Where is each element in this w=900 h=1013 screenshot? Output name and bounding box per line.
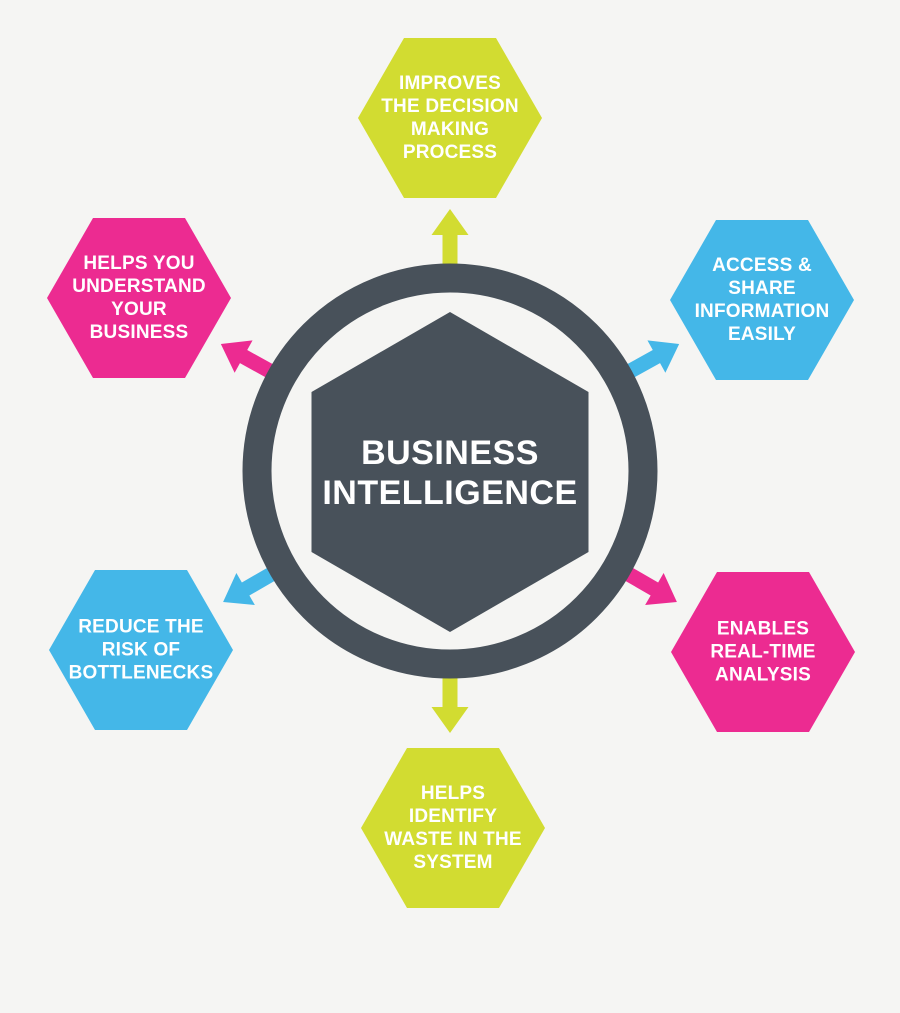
label-line: HELPS YOU [83, 253, 195, 274]
arrow-to-access-share-information [625, 340, 680, 379]
label-line: THE DECISION [381, 96, 519, 117]
label-line: PROCESS [402, 142, 498, 163]
label-reduce-risk-of-bottlenecks: REDUCE THE RISK OF BOTTLENECKS [51, 616, 231, 685]
label-line: BOTTLENECKS [68, 662, 214, 684]
label-line: ENABLES [716, 618, 810, 640]
arrow-to-helps-identify-waste [431, 676, 469, 733]
label-enables-real-time-analysis: ENABLES REAL-TIME ANALYSIS [673, 618, 853, 687]
label-access-share-information: ACCESS & SHARE INFORMATION EASILY [672, 254, 852, 346]
label-line: IMPROVES [399, 73, 501, 94]
label-line: HELPS [420, 783, 486, 804]
arrow-to-reduce-risk-of-bottlenecks [223, 567, 277, 606]
label-line: INFORMATION [694, 301, 830, 322]
label-line: SHARE [728, 278, 796, 299]
hexagon-reduce-risk-of-bottlenecks [49, 570, 233, 730]
hexagon-improves-decision-making [358, 38, 542, 198]
label-helps-identify-waste: HELPS IDENTIFY WASTE IN THE SYSTEM [363, 782, 543, 874]
hexagon-helps-understand-business [47, 218, 231, 378]
center-title-line: BUSINESS [361, 434, 539, 472]
center-title-line: INTELLIGENCE [322, 474, 578, 512]
center-title: BUSINESS INTELLIGENCE [300, 433, 600, 513]
label-line: REAL-TIME [710, 641, 816, 663]
label-line: MAKING [410, 119, 490, 140]
hexagon-access-share-information [670, 220, 854, 380]
label-line: REDUCE THE [78, 616, 204, 638]
label-line: ANALYSIS [715, 664, 811, 686]
label-line: SYSTEM [413, 852, 493, 873]
arrow-to-helps-understand-business [220, 340, 275, 379]
label-line: YOUR [111, 299, 167, 320]
label-line: UNDERSTAND [72, 276, 206, 297]
label-line: BUSINESS [89, 322, 189, 343]
label-line: RISK OF [101, 639, 181, 661]
label-line: IDENTIFY [408, 806, 498, 827]
label-helps-understand-business: HELPS YOU UNDERSTAND YOUR BUSINESS [49, 252, 229, 344]
label-improves-decision-making: IMPROVES THE DECISION MAKING PROCESS [360, 72, 540, 164]
label-line: ACCESS & [712, 255, 812, 276]
center-ring [242, 263, 658, 679]
hexagon-enables-real-time-analysis [671, 572, 855, 732]
center-hexagon [311, 312, 589, 632]
label-line: EASILY [727, 324, 797, 345]
label-line: WASTE IN THE [384, 829, 522, 850]
arrow-to-improves-decision-making [431, 209, 469, 266]
arrow-to-enables-real-time-analysis [623, 567, 677, 606]
hexagon-helps-identify-waste [361, 748, 545, 908]
